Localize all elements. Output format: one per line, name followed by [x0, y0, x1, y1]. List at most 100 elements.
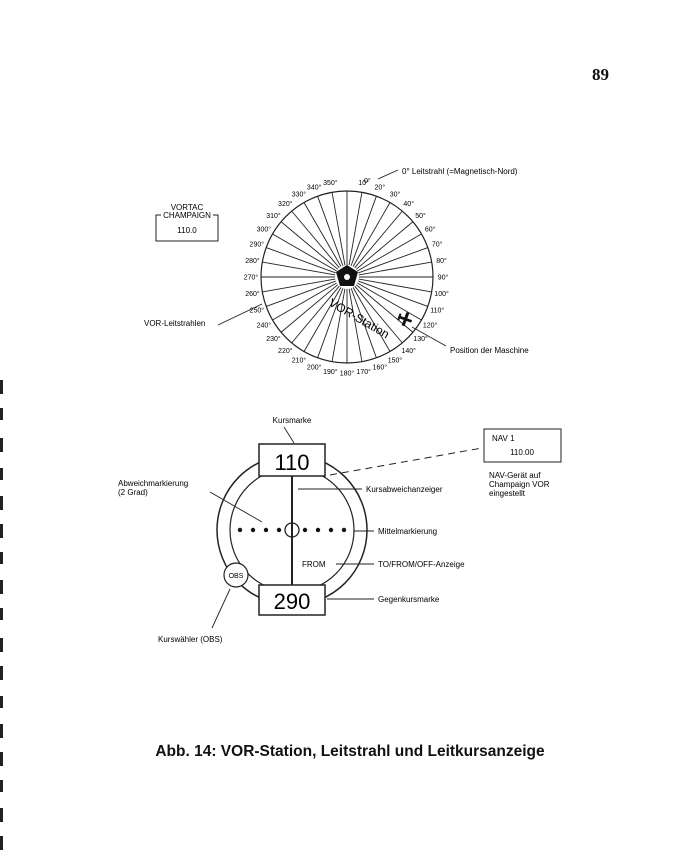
degree-label: 310°	[266, 212, 281, 220]
binding-mark	[0, 552, 3, 564]
aircraft-callout-line	[411, 326, 447, 347]
vortac-box-gap	[161, 210, 213, 219]
degree-label: 30°	[390, 190, 401, 198]
degree-label: 300°	[257, 226, 272, 234]
radial-line	[266, 280, 336, 307]
deviation-dot	[237, 527, 243, 533]
binding-mark	[0, 666, 3, 680]
reciprocal-value: 290	[274, 589, 311, 614]
radial-line	[352, 202, 391, 267]
radial-line	[348, 288, 363, 362]
degree-label: 250°	[250, 306, 265, 314]
degree-label: 60°	[425, 226, 436, 234]
deviation-dot	[302, 527, 308, 533]
degree-label: 340°	[307, 183, 322, 191]
to-from-label: TO/FROM/OFF-Anzeige	[378, 560, 465, 569]
degree-label: 270°	[244, 274, 259, 282]
binding-mark	[0, 524, 3, 538]
obs-callout-line	[211, 588, 231, 629]
degree-label: 260°	[245, 290, 260, 298]
course-marker-label: Kursmarke	[273, 416, 312, 425]
obs-knob	[223, 562, 249, 588]
degree-label: 320°	[278, 200, 293, 208]
binding-mark	[0, 468, 3, 480]
degree-label: 130°	[413, 335, 428, 343]
deviation-dot	[263, 527, 269, 533]
vortac-frequency: 110.0	[177, 226, 197, 235]
radial-line	[317, 288, 344, 358]
obs-label: Kurswähler (OBS)	[158, 635, 223, 644]
aircraft-position-label: Position der Maschine	[450, 346, 529, 355]
degree-label: 140°	[401, 347, 416, 355]
radial-line	[354, 210, 403, 269]
radial-line	[262, 261, 336, 276]
radial-line	[350, 288, 377, 358]
degree-label: 20°	[375, 183, 386, 191]
radial-line	[317, 196, 344, 266]
degree-label: 280°	[245, 257, 260, 265]
radials-callout-line	[217, 303, 263, 326]
binding-mark	[0, 724, 3, 738]
reciprocal-window	[258, 584, 326, 616]
course-marker-callout	[283, 426, 295, 444]
radial-line	[357, 282, 422, 321]
aircraft-icon	[397, 312, 413, 327]
zero-radial-callout: 0° Leitstrahl (=Magnetisch-Nord)	[402, 167, 518, 176]
binding-mark	[0, 380, 3, 394]
radial-line	[350, 196, 377, 266]
radial-line	[348, 192, 363, 266]
cdi-label: Kursabweichanzeiger	[366, 485, 443, 494]
figure-caption: Abb. 14: VOR-Station, Leitstrahl und Lei…	[155, 743, 545, 760]
deviation-callout-line	[209, 491, 263, 523]
binding-mark	[0, 638, 3, 652]
degree-label: 220°	[278, 347, 293, 355]
degree-label: 210°	[292, 357, 307, 365]
zero-degree-label: 0°	[364, 177, 371, 185]
page-number: 89	[592, 65, 609, 84]
degree-label: 110°	[430, 306, 444, 314]
nav-link-dashed-line	[329, 447, 483, 476]
deviation-marks-label-line1: Abweichmarkierung	[118, 479, 188, 488]
radial-line	[331, 192, 346, 266]
degree-label: 90°	[438, 274, 449, 282]
radial-line	[280, 284, 339, 333]
deviation-dot	[276, 527, 282, 533]
radial-line	[291, 285, 340, 344]
nav-note-line1: NAV-Gerät auf	[489, 471, 541, 480]
nav-note-line2: Champaign VOR	[489, 480, 550, 489]
degree-label: 200°	[307, 364, 322, 372]
radial-line	[303, 202, 342, 267]
vor-compass-rose: 10°20°30°40°50°60°70°80°90°100°110°120°1…	[144, 167, 529, 378]
binding-mark	[0, 438, 3, 452]
radial-line	[272, 282, 337, 321]
vortac-title-line1: VORTAC	[171, 203, 204, 212]
binding-mark	[0, 808, 3, 822]
degree-label: 350°	[323, 179, 338, 187]
nav-box-frequency: 110.00	[510, 448, 534, 457]
binding-mark	[0, 580, 3, 594]
radial-line	[358, 278, 432, 293]
radial-line	[358, 261, 432, 276]
deviation-dot	[328, 527, 334, 533]
radial-line	[357, 233, 422, 272]
course-value: 110	[274, 450, 309, 475]
from-flag: FROM	[302, 560, 326, 569]
radial-line	[352, 287, 391, 352]
degree-label: 170°	[356, 368, 371, 376]
radial-line	[262, 278, 336, 293]
radial-line	[331, 288, 346, 362]
deviation-marks-label-line2: (2 Grad)	[118, 488, 148, 497]
obs-knob-text: OBS	[229, 573, 244, 580]
nav-note-line3: eingestellt	[489, 489, 526, 498]
degree-label: 160°	[373, 364, 388, 372]
reciprocal-label: Gegenkursmarke	[378, 595, 440, 604]
center-mark-label: Mittelmarkierung	[378, 527, 437, 536]
binding-mark	[0, 496, 3, 510]
radial-line	[291, 210, 340, 269]
degree-label: 80°	[436, 257, 447, 265]
binding-mark	[0, 408, 3, 420]
binding-mark	[0, 608, 3, 620]
radial-line	[355, 221, 414, 270]
radial-line	[358, 280, 428, 307]
